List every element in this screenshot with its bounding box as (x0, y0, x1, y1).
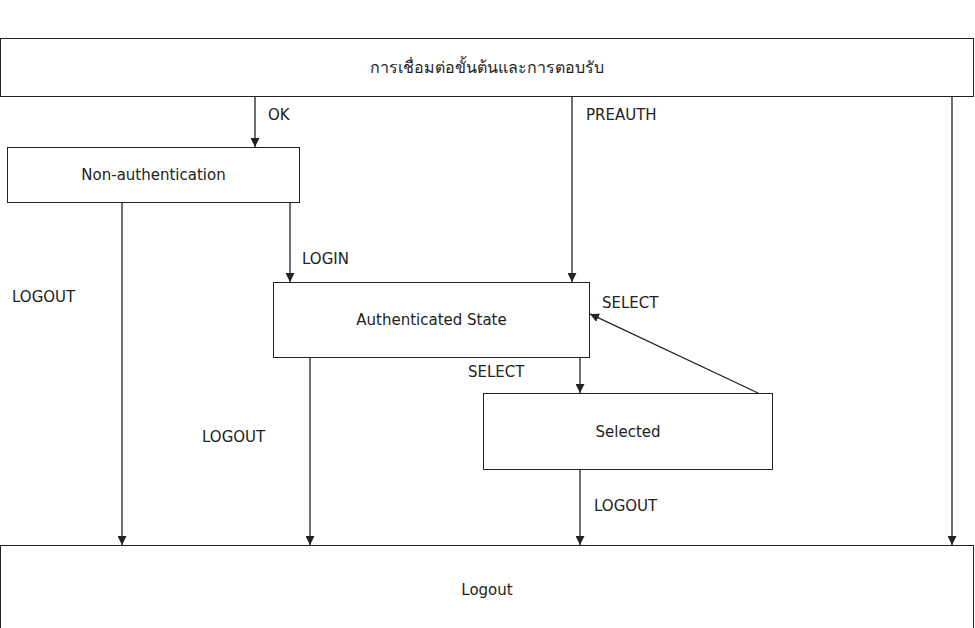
transition-arrow (309, 358, 310, 545)
state-name: Selected (595, 423, 660, 441)
state-band: Logout (0, 545, 974, 628)
transition-label: LOGOUT (592, 497, 659, 515)
state-box: Non-authentication (7, 147, 300, 203)
transition-arrow (254, 97, 255, 147)
state-box: Authenticated State (273, 282, 590, 358)
transition-arrow (121, 203, 122, 545)
transition-arrow (579, 470, 580, 545)
state-name: Authenticated State (356, 311, 506, 329)
transition-label: LOGOUT (200, 428, 267, 446)
transition-label: PREAUTH (584, 106, 659, 124)
transition-label: LOGOUT (10, 288, 77, 306)
transition-arrow (579, 358, 580, 393)
transition-arrow (289, 203, 290, 282)
state-box: Selected (483, 393, 773, 470)
state-name: Logout (461, 581, 512, 599)
transition-label: SELECT (466, 363, 526, 381)
transition-arrow (951, 97, 952, 545)
transition-label: OK (266, 106, 292, 124)
state-name: การเชื่อมต่อขั้นต้นและการตอบรับ (370, 55, 604, 80)
state-name: Non-authentication (81, 166, 225, 184)
transition-label: SELECT (600, 294, 660, 312)
state-band: การเชื่อมต่อขั้นต้นและการตอบรับ (0, 38, 974, 97)
transition-arrow (571, 97, 572, 282)
transition-label: LOGIN (300, 250, 351, 268)
transition-arrow (590, 314, 758, 393)
